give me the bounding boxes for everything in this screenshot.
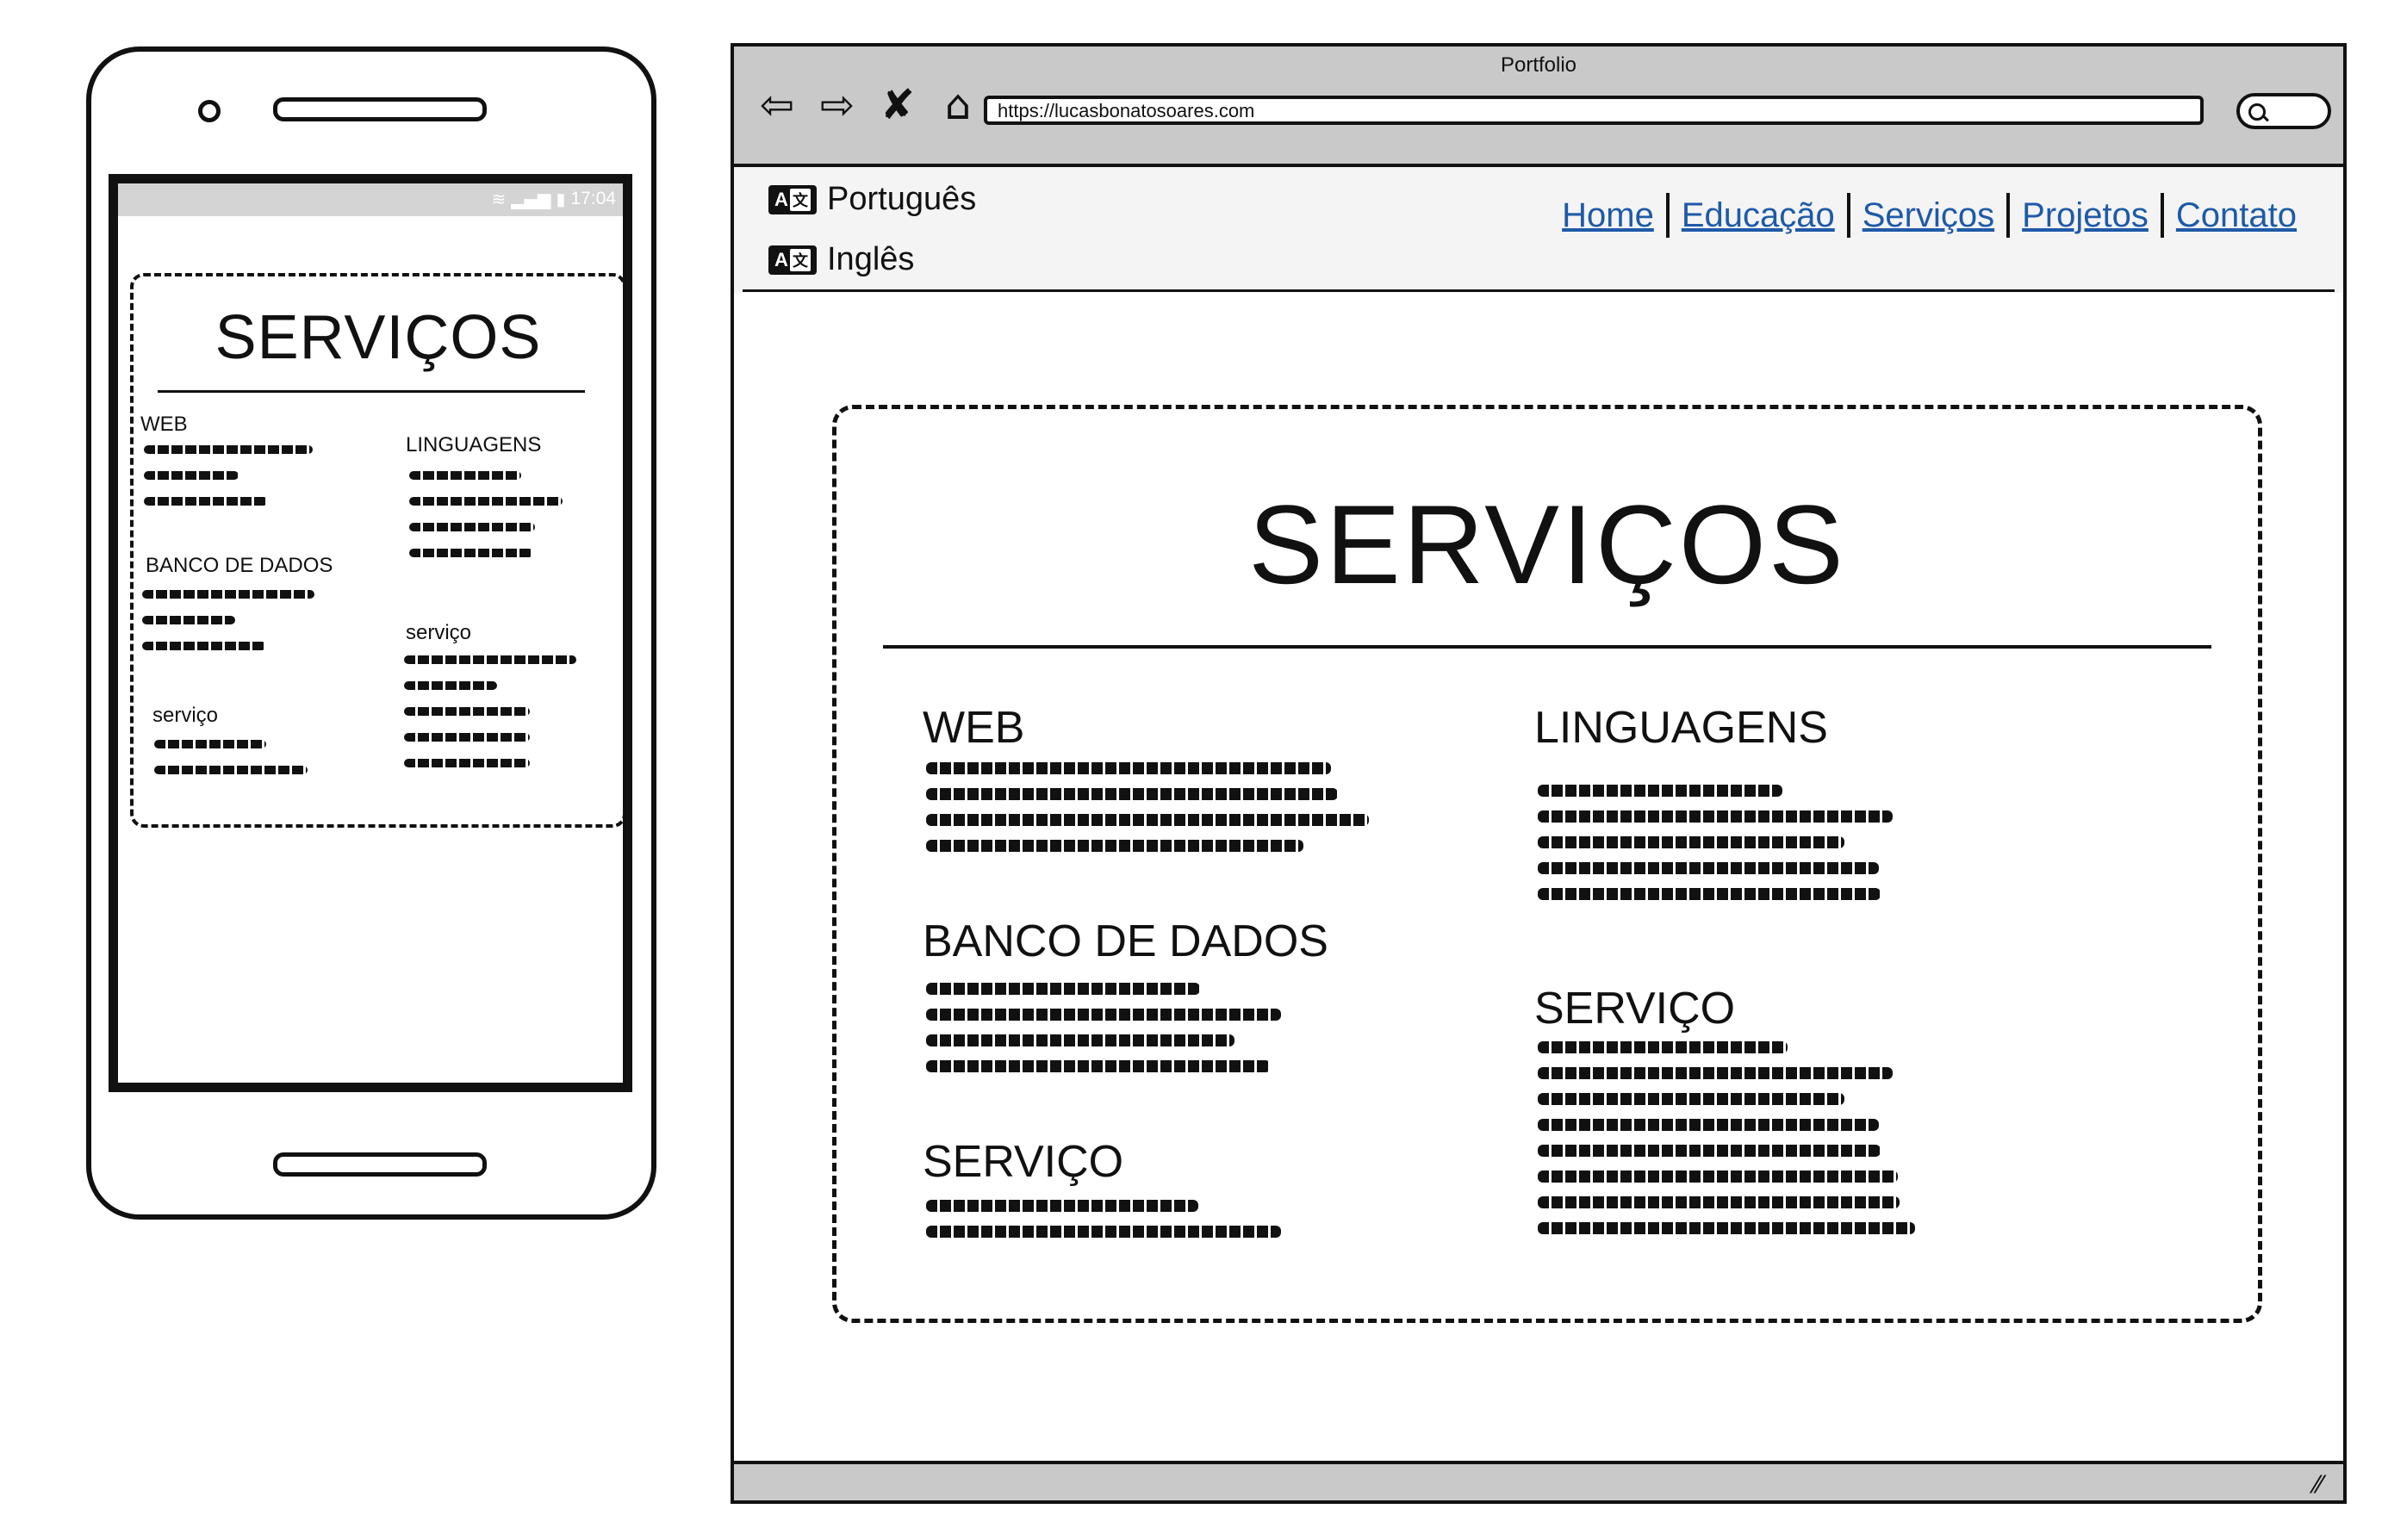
mobile-section-banco-heading: BANCO DE DADOS bbox=[146, 554, 333, 577]
main-nav: Home Educação Serviços Projetos Contato bbox=[1550, 193, 2309, 238]
mobile-page-title: SERVIÇOS bbox=[215, 303, 542, 372]
search-icon bbox=[2248, 103, 2266, 121]
mobile-section-web-heading: WEB bbox=[140, 413, 188, 436]
mobile-device-frame: ≋ ▂▄▆ ▮ 17:04 SERVIÇOS WEB LINGUAGENS bbox=[86, 47, 656, 1220]
home-button[interactable] bbox=[273, 1152, 487, 1177]
back-arrow-icon[interactable]: ⇦ bbox=[759, 81, 795, 129]
camera-icon bbox=[198, 100, 221, 122]
status-time: 17:04 bbox=[570, 189, 616, 208]
header-divider bbox=[743, 289, 2335, 292]
nav-separator bbox=[1665, 193, 1670, 238]
signal-icon: ▂▄▆ bbox=[511, 189, 551, 209]
battery-icon: ▮ bbox=[556, 189, 566, 209]
section-banco-text bbox=[926, 983, 1288, 1086]
nav-separator bbox=[1846, 193, 1850, 238]
browser-window: Portfolio ⇦ ⇨ ✘ ⌂ https://lucasbonatosoa… bbox=[731, 43, 2347, 1504]
mobile-services-card: SERVIÇOS WEB LINGUAGENS BANCO DE DADOS bbox=[130, 273, 623, 828]
mobile-title-divider bbox=[158, 390, 585, 393]
mobile-section-linguagens-text bbox=[409, 471, 581, 574]
forward-arrow-icon[interactable]: ⇨ bbox=[819, 81, 855, 129]
nav-separator bbox=[2006, 193, 2011, 238]
mobile-section-servico-right-heading: serviço bbox=[406, 621, 472, 644]
mobile-section-servico-right-text bbox=[404, 655, 585, 785]
resize-icon[interactable]: ⁄⁄ bbox=[2314, 1470, 2323, 1499]
phone-speaker bbox=[273, 97, 487, 121]
stop-icon[interactable]: ✘ bbox=[880, 81, 916, 129]
browser-status-bar: ⁄⁄ bbox=[734, 1461, 2343, 1500]
nav-link-contato[interactable]: Contato bbox=[2175, 196, 2297, 234]
mobile-section-servico-left-heading: serviço bbox=[152, 704, 219, 727]
section-linguagens-text bbox=[1538, 785, 1900, 914]
nav-link-home[interactable]: Home bbox=[1562, 196, 1654, 234]
mobile-section-linguagens-heading: LINGUAGENS bbox=[406, 433, 542, 456]
services-card: SERVIÇOS WEB LINGUAGENS BANCO DE DADOS S… bbox=[832, 405, 2262, 1323]
section-web-text bbox=[926, 762, 1374, 866]
section-servico-left-text bbox=[926, 1200, 1288, 1251]
section-web-heading: WEB bbox=[923, 703, 1025, 753]
page-title: SERVIÇOS bbox=[1248, 481, 1846, 607]
language-label-portugues: Português bbox=[827, 181, 977, 217]
url-input[interactable]: https://lucasbonatosoares.com bbox=[984, 96, 2204, 125]
window-title: Portfolio bbox=[1500, 53, 1577, 77]
site-header bbox=[734, 167, 2343, 293]
section-servico-left-heading: SERVIÇO bbox=[923, 1137, 1124, 1187]
mobile-section-banco-text bbox=[142, 590, 323, 668]
language-label-ingles: Inglês bbox=[827, 241, 915, 277]
nav-link-servicos[interactable]: Serviços bbox=[1862, 196, 1995, 234]
mobile-screen: ≋ ▂▄▆ ▮ 17:04 SERVIÇOS WEB LINGUAGENS bbox=[109, 174, 632, 1092]
section-linguagens-heading: LINGUAGENS bbox=[1534, 703, 1828, 753]
nav-link-projetos[interactable]: Projetos bbox=[2022, 196, 2149, 234]
mobile-section-web-text bbox=[144, 445, 316, 523]
nav-link-educacao[interactable]: Educação bbox=[1681, 196, 1835, 234]
section-servico-right-heading: SERVIÇO bbox=[1534, 984, 1736, 1034]
home-icon[interactable]: ⌂ bbox=[944, 81, 972, 129]
status-bar: ≋ ▂▄▆ ▮ 17:04 bbox=[118, 183, 623, 216]
browser-toolbar: Portfolio ⇦ ⇨ ✘ ⌂ https://lucasbonatosoa… bbox=[734, 47, 2343, 167]
mobile-section-servico-left-text bbox=[154, 740, 326, 792]
nav-separator bbox=[2160, 193, 2164, 238]
section-servico-right-text bbox=[1538, 1041, 1925, 1248]
wifi-icon: ≋ bbox=[491, 189, 507, 209]
search-button[interactable] bbox=[2236, 93, 2331, 129]
section-banco-heading: BANCO DE DADOS bbox=[923, 916, 1328, 966]
title-divider bbox=[883, 645, 2211, 649]
